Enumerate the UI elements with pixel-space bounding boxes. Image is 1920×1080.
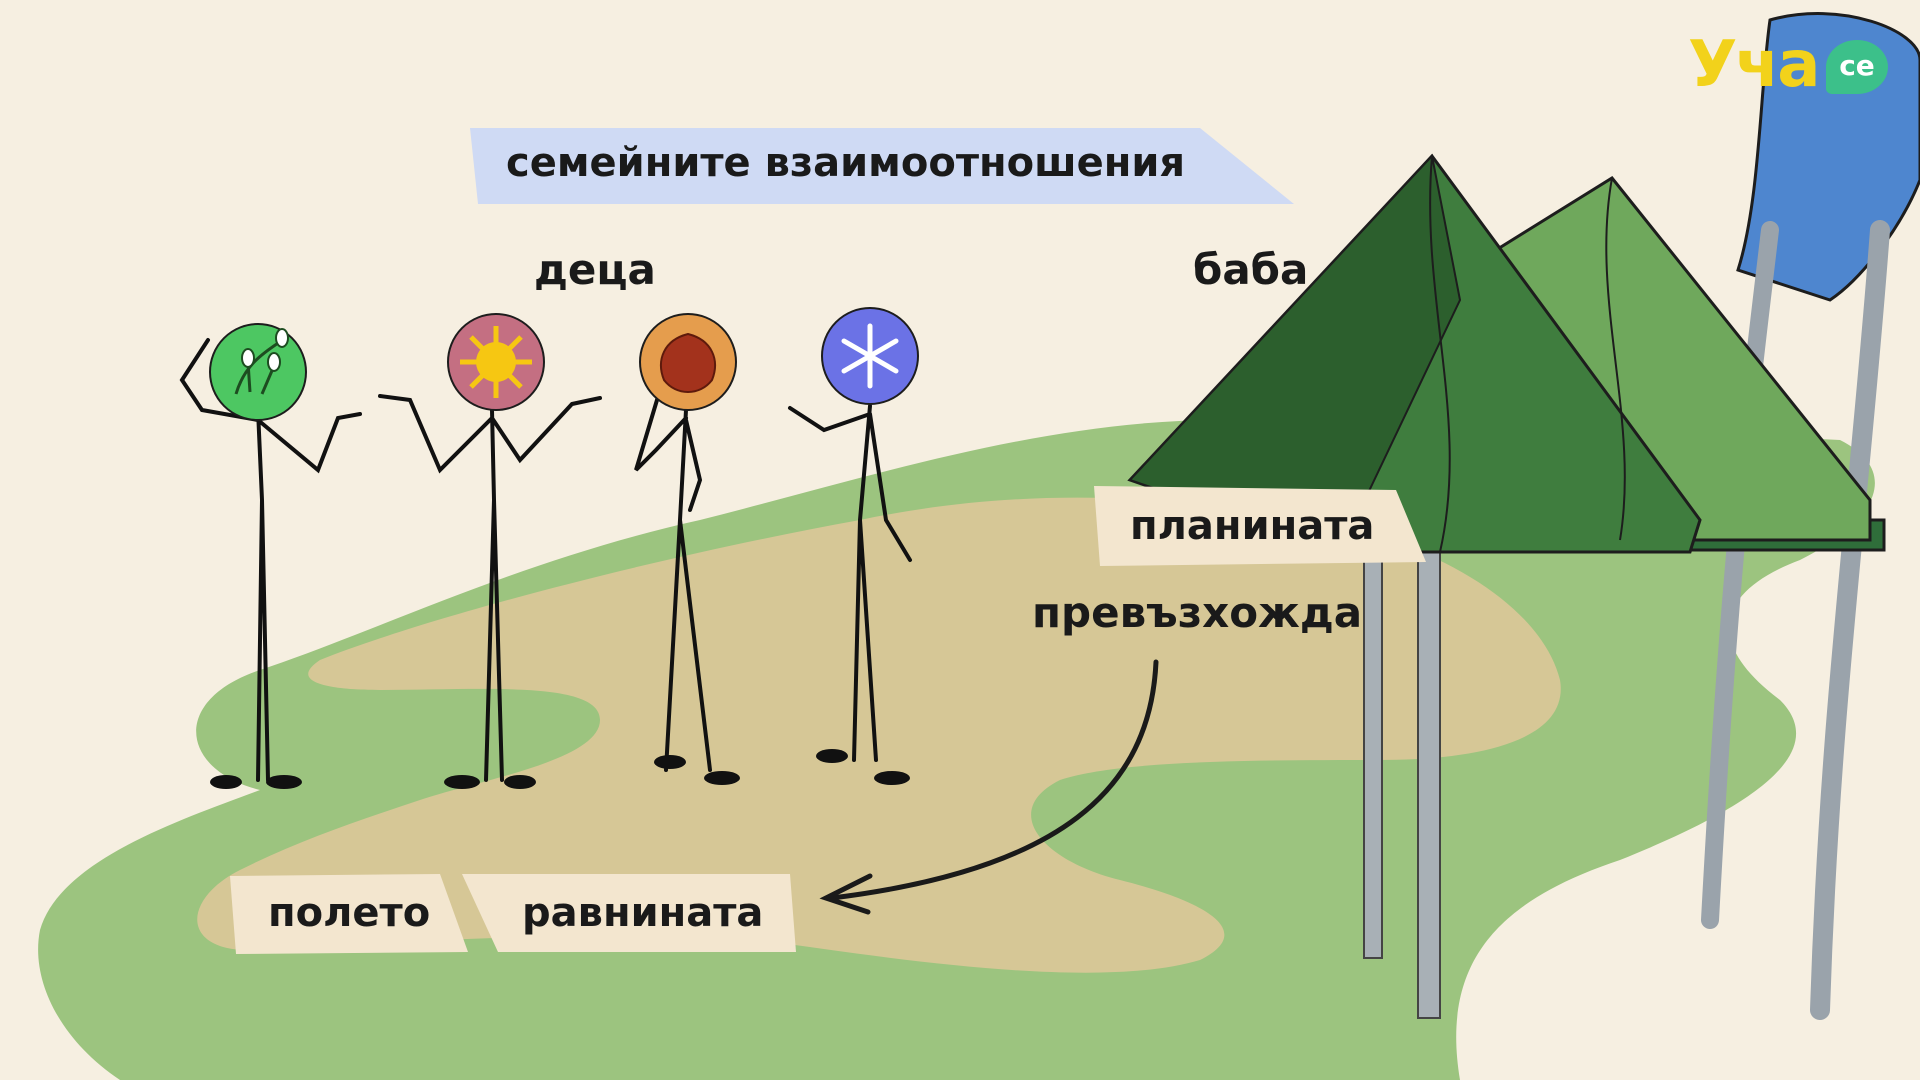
child-4-body bbox=[788, 404, 912, 762]
snowdrop-icon bbox=[209, 323, 307, 421]
autumn-leaf-icon bbox=[639, 313, 737, 411]
title-banner-shape bbox=[470, 128, 1294, 204]
child-2-body bbox=[378, 394, 602, 782]
snowflake-icon bbox=[821, 307, 919, 405]
mountains-illustration bbox=[1127, 153, 1872, 554]
brand-logo-suffix: се bbox=[1826, 40, 1888, 94]
sand-path bbox=[197, 497, 1561, 973]
title-banner-text: семейните взаимоотношения bbox=[506, 140, 1186, 186]
mountain-tag-shape bbox=[1094, 486, 1426, 566]
exceeds-arrow bbox=[829, 659, 1159, 901]
field-tag-shape bbox=[230, 874, 468, 954]
plain-tag-shape bbox=[462, 874, 796, 952]
grandma-label: баба bbox=[1193, 245, 1309, 294]
mountain-label: планината bbox=[1130, 503, 1375, 549]
field-label: полето bbox=[268, 890, 431, 936]
arrow-head bbox=[819, 873, 873, 915]
stick-figures bbox=[179, 338, 912, 782]
exceeds-label: превъзхожда bbox=[1032, 588, 1363, 637]
sun-icon bbox=[447, 313, 545, 411]
brand-logo: Уча bbox=[1688, 28, 1820, 102]
child-3-body bbox=[634, 388, 712, 772]
child-1-body bbox=[179, 338, 362, 782]
plain-label: равнината bbox=[522, 890, 764, 936]
stick-feet bbox=[210, 749, 910, 789]
kids-label: деца bbox=[534, 245, 656, 294]
